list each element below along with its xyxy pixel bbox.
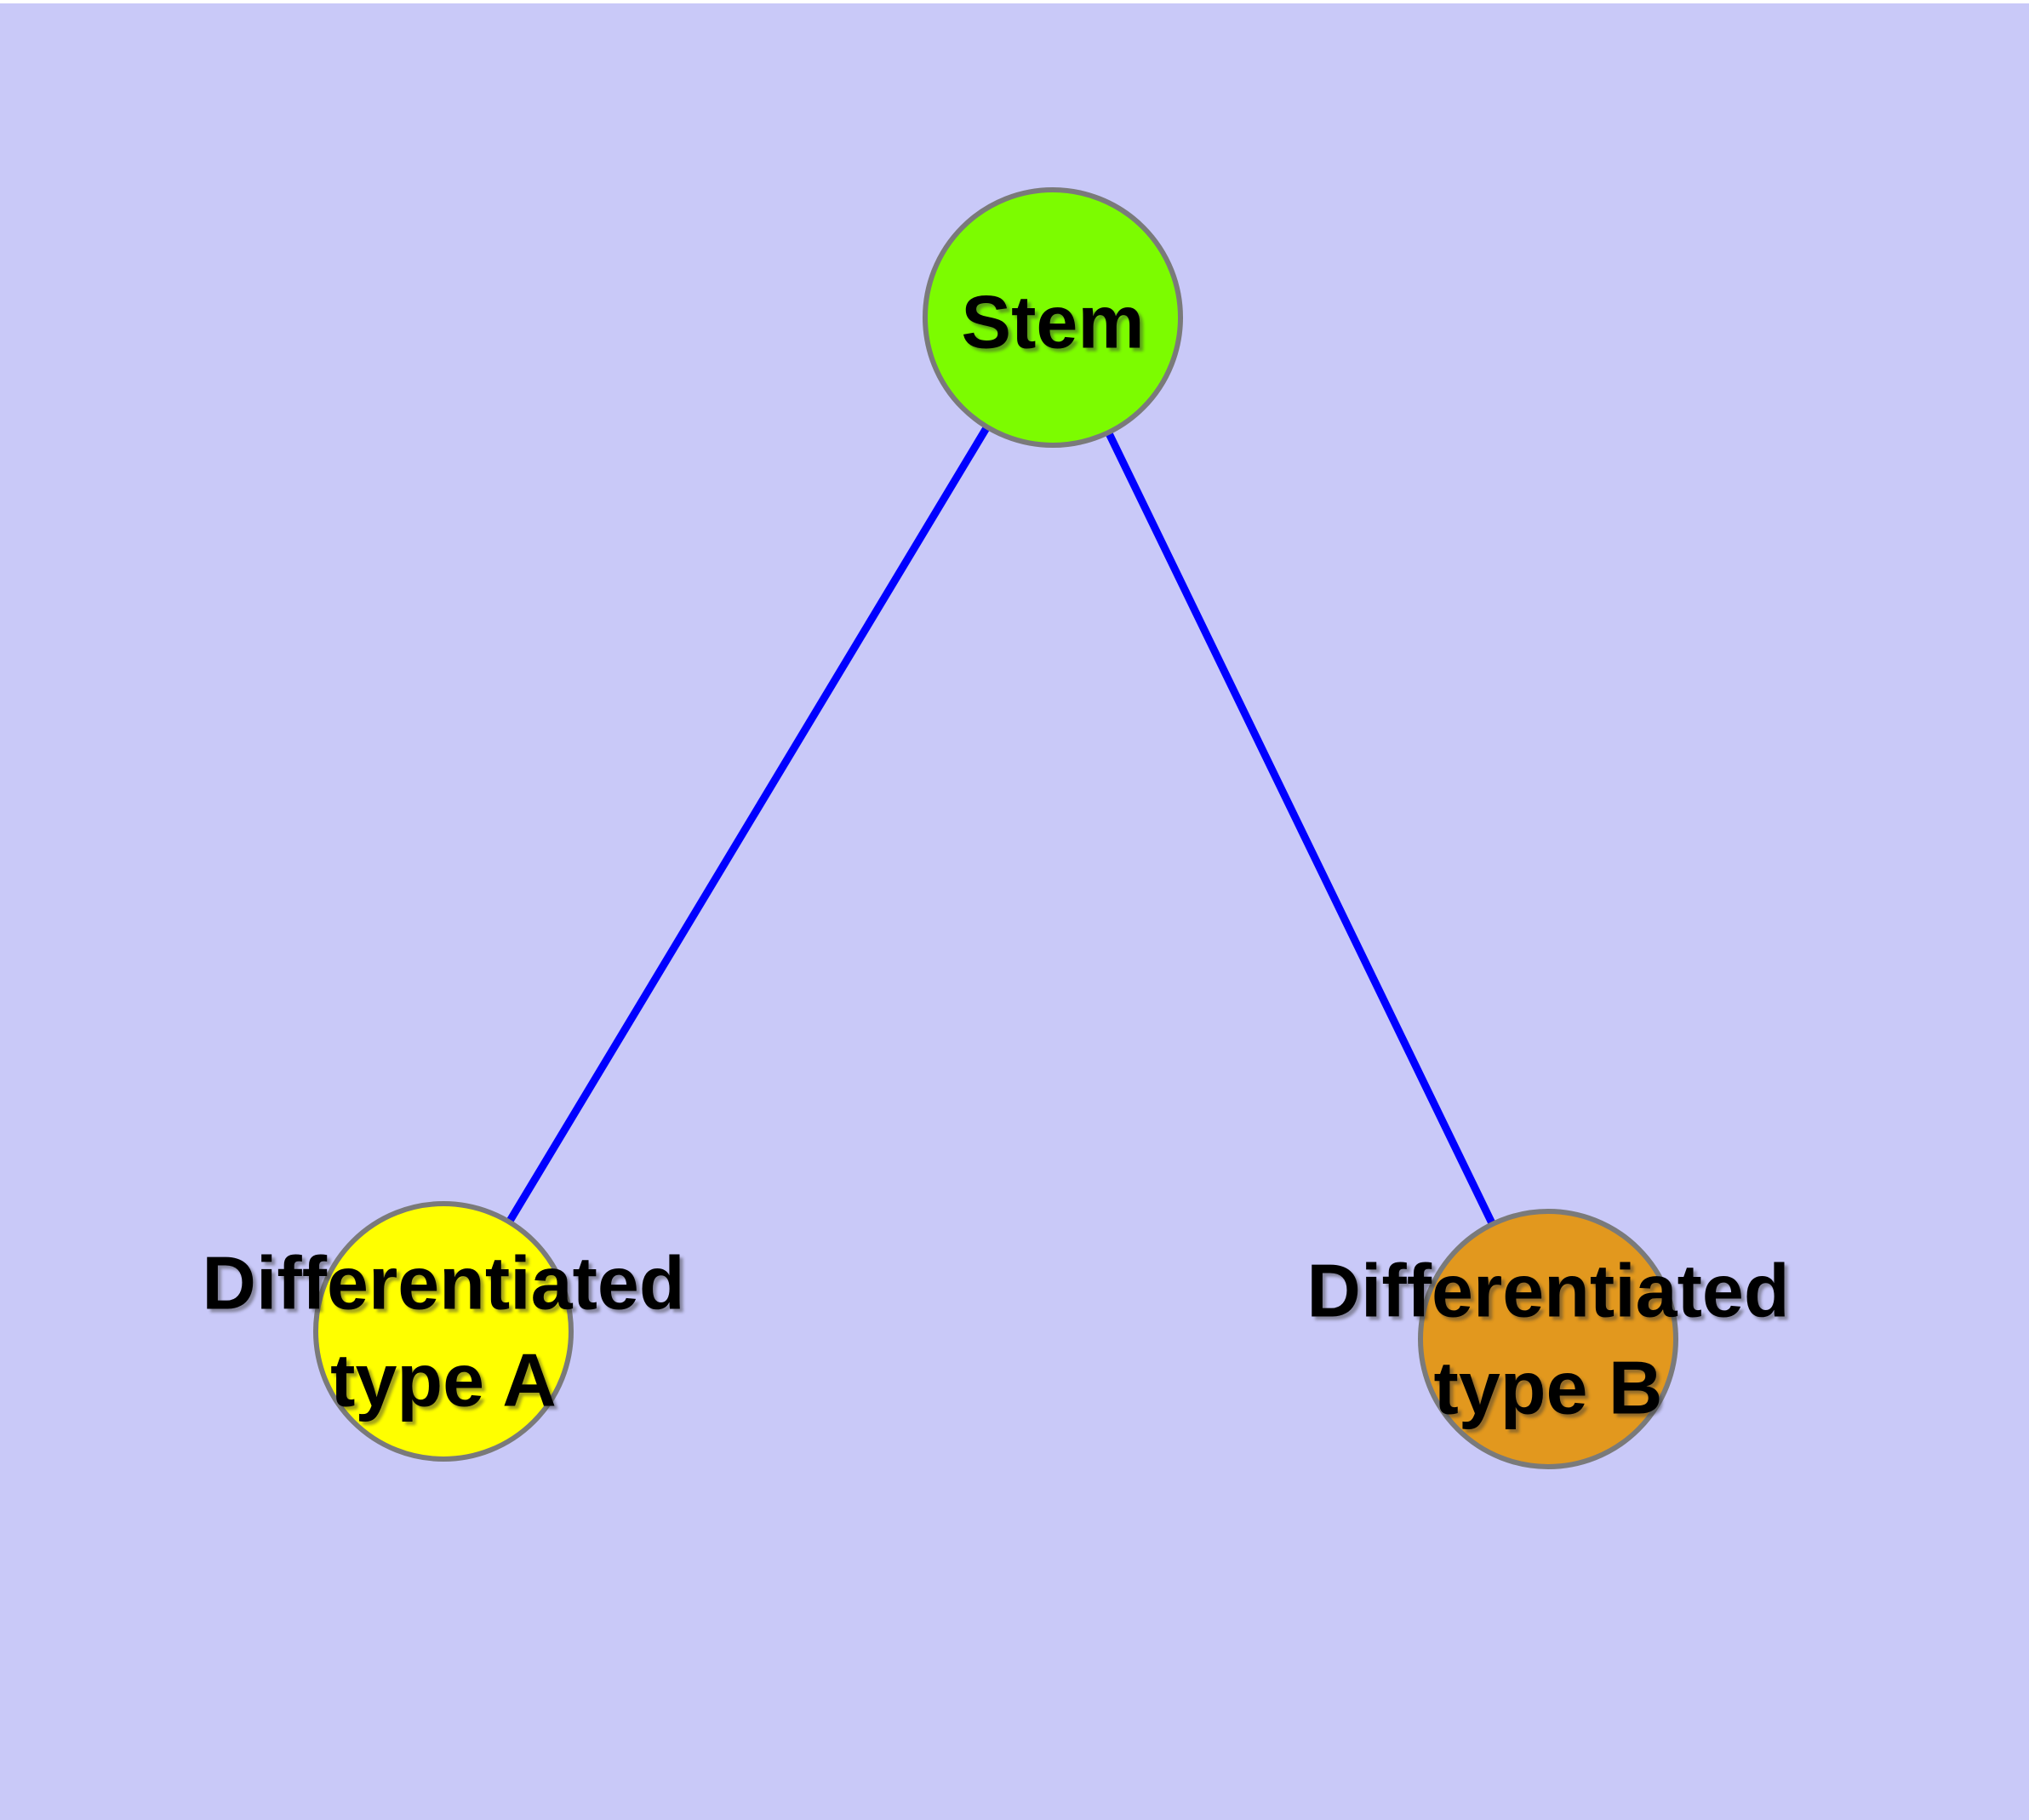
edge-stem-to-type-b xyxy=(1049,316,1552,1341)
node-differentiated-type-a-circle xyxy=(313,1201,574,1462)
node-stem-label: Stem xyxy=(961,280,1144,364)
node-differentiated-type-b-label-line2: type B xyxy=(1434,1346,1663,1430)
edge-stem-to-type-a xyxy=(440,315,1056,1334)
canvas-top-margin xyxy=(0,0,2029,3)
node-differentiated-type-a-label-line1: Differentiated xyxy=(202,1241,684,1325)
node-differentiated-type-a-label-line2: type A xyxy=(330,1338,557,1422)
node-differentiated-type-b-circle xyxy=(1418,1209,1678,1469)
node-differentiated-type-b-label-line1: Differentiated xyxy=(1306,1249,1789,1333)
node-stem-circle xyxy=(923,187,1183,448)
